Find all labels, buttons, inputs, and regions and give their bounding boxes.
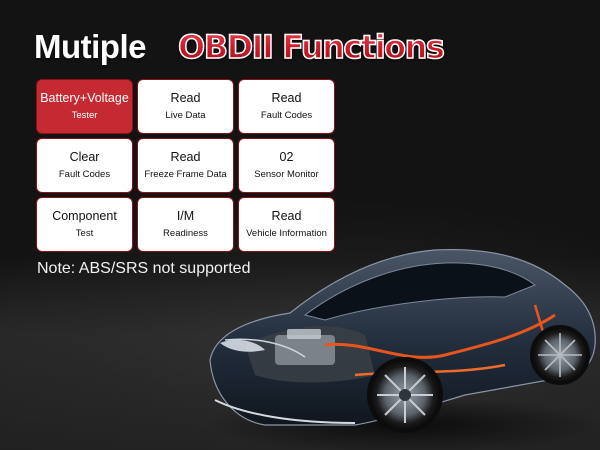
tile-subtitle: Sensor Monitor bbox=[254, 169, 319, 180]
tile-title: 02 bbox=[279, 150, 294, 164]
function-tile-o2-sensor-monitor[interactable]: 02 Sensor Monitor bbox=[238, 138, 335, 193]
headline: Mutiple OBDII Functions bbox=[34, 27, 446, 67]
headline-word-mutiple: Mutiple bbox=[34, 28, 146, 65]
cutaway-car-icon bbox=[205, 248, 600, 450]
function-tile-battery-voltage-tester[interactable]: Battery+Voltage Tester bbox=[36, 79, 133, 134]
tile-title: Component bbox=[52, 209, 117, 223]
function-tile-read-vehicle-information[interactable]: Read Vehicle Information bbox=[238, 197, 335, 252]
function-tile-im-readiness[interactable]: I/M Readiness bbox=[137, 197, 234, 252]
tile-title: Read bbox=[170, 91, 201, 105]
function-tile-read-freeze-frame-data[interactable]: Read Freeze Frame Data bbox=[137, 138, 234, 193]
tile-subtitle: Readiness bbox=[163, 228, 208, 239]
tile-subtitle: Test bbox=[75, 228, 94, 239]
support-note: Note: ABS/SRS not supported bbox=[37, 260, 251, 277]
tile-subtitle: Freeze Frame Data bbox=[144, 169, 227, 180]
tile-title: I/M bbox=[176, 209, 195, 223]
function-tile-read-live-data[interactable]: Read Live Data bbox=[137, 79, 234, 134]
function-grid: Battery+Voltage Tester Read Live Data Re… bbox=[36, 79, 335, 252]
headline-obdii-functions: OBDII Functions bbox=[177, 27, 445, 67]
tile-subtitle: Fault Codes bbox=[260, 110, 313, 121]
tile-title: Read bbox=[271, 91, 302, 105]
tile-subtitle: Live Data bbox=[165, 110, 206, 121]
tile-subtitle: Vehicle Information bbox=[246, 228, 327, 239]
function-tile-read-fault-codes[interactable]: Read Fault Codes bbox=[238, 79, 335, 134]
tile-title: Battery+Voltage bbox=[40, 91, 129, 105]
tile-title: Read bbox=[170, 150, 201, 164]
function-tile-clear-fault-codes[interactable]: Clear Fault Codes bbox=[36, 138, 133, 193]
tile-subtitle: Tester bbox=[71, 110, 98, 121]
tile-title: Read bbox=[271, 209, 302, 223]
tile-title: Clear bbox=[69, 150, 100, 164]
function-tile-component-test[interactable]: Component Test bbox=[36, 197, 133, 252]
tile-subtitle: Fault Codes bbox=[58, 169, 111, 180]
